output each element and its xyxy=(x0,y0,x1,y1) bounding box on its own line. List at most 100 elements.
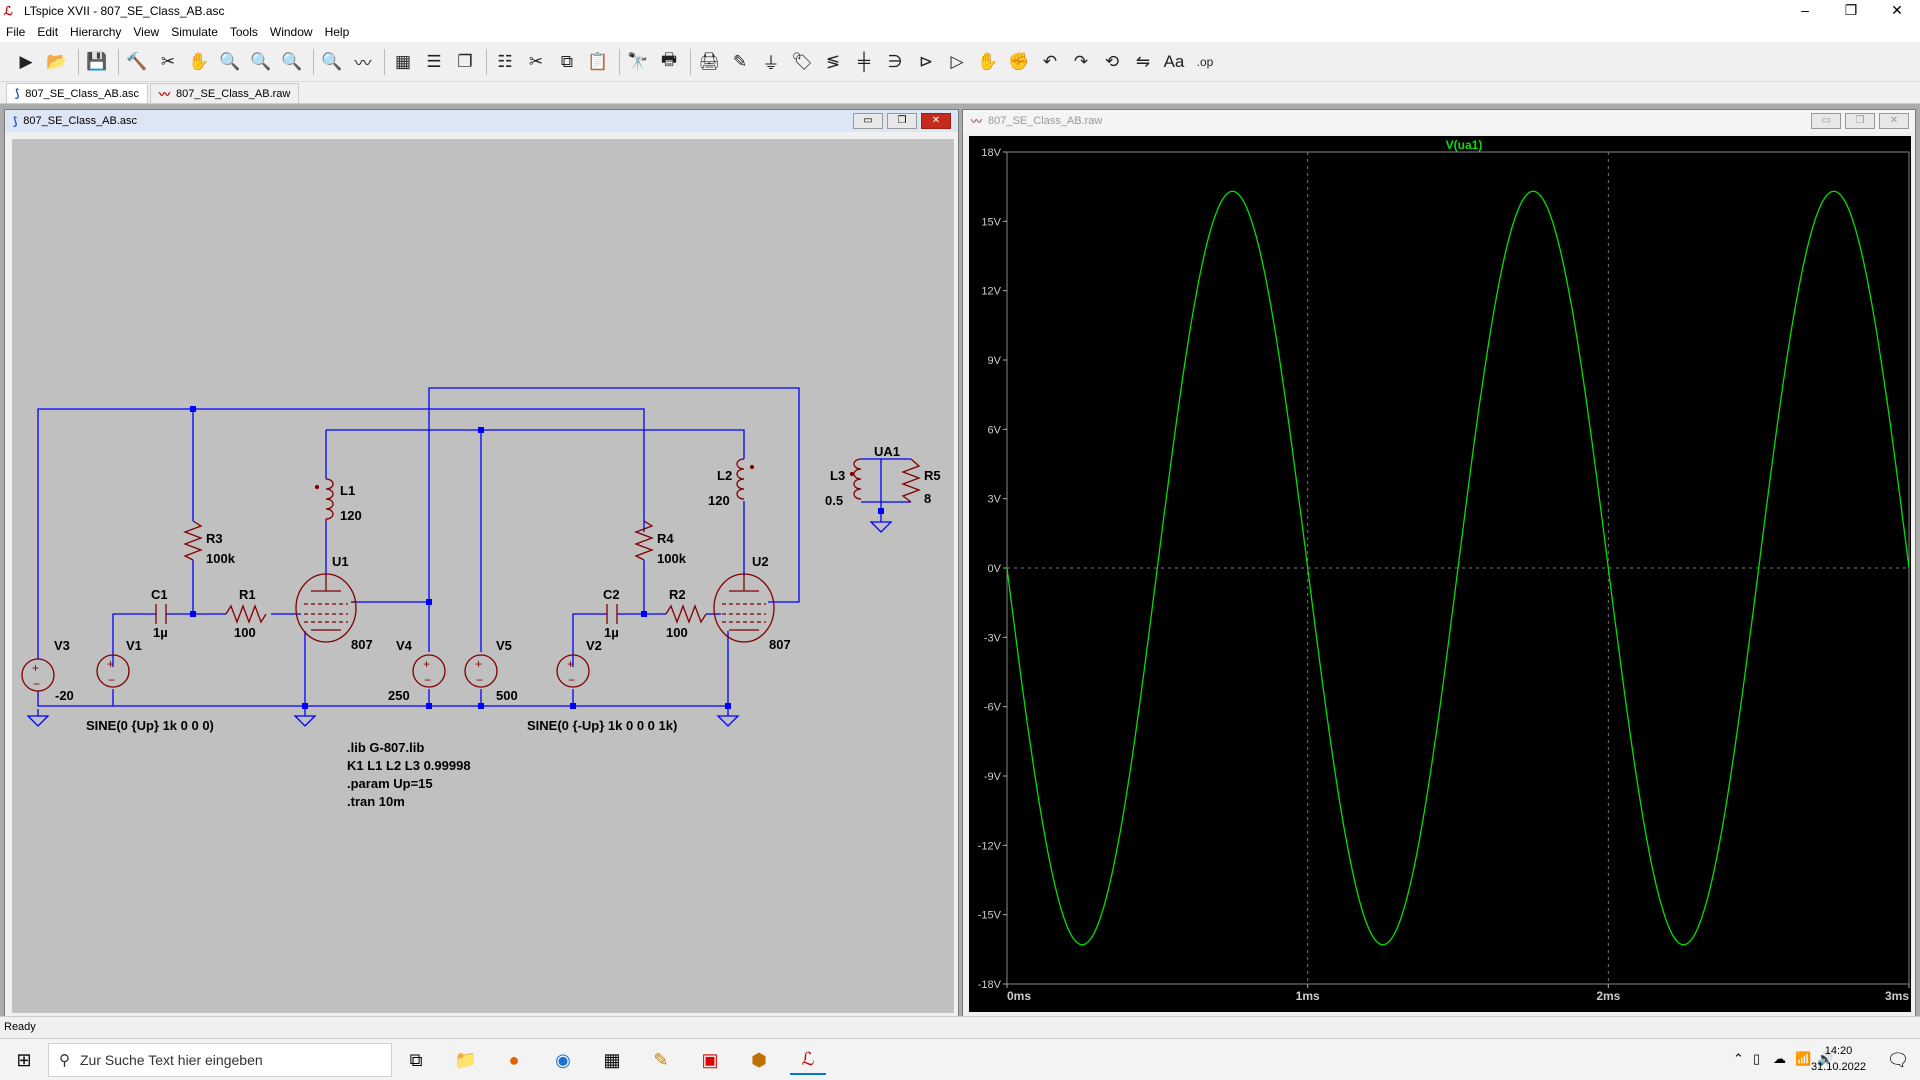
toolbar-separator xyxy=(619,48,620,75)
close-button[interactable]: ✕ xyxy=(1891,2,1903,18)
tray-battery-icon[interactable]: ▯ xyxy=(1753,1051,1761,1066)
windows-start-icon[interactable]: ⊞ xyxy=(16,1049,32,1070)
l2-symbol xyxy=(736,458,745,500)
spice-directive-icon[interactable]: .op xyxy=(1196,54,1214,69)
schematic-canvas[interactable]: +− +− +− +− +− R3 100k R1 100 C1 xyxy=(12,139,954,1013)
tab-schematic[interactable]: ⟆ 807_SE_Class_AB.asc xyxy=(6,83,149,103)
tab-waveform[interactable]: 〰 807_SE_Class_AB.raw xyxy=(150,83,300,103)
menu-simulate[interactable]: Simulate xyxy=(171,25,218,39)
app-orange-icon[interactable]: ⬢ xyxy=(751,1049,767,1070)
redo-icon[interactable]: ↷ xyxy=(1073,51,1089,71)
menu-edit[interactable]: Edit xyxy=(37,25,59,39)
schematic-restore-button[interactable]: ❐ xyxy=(887,113,917,129)
menu-tools[interactable]: Tools xyxy=(229,25,258,39)
v2-symbol: +− xyxy=(556,654,590,688)
zoom-in-icon[interactable]: 🔍 xyxy=(219,51,241,71)
u1-value: 807 xyxy=(351,637,373,652)
paste-icon[interactable]: 📋 xyxy=(587,51,609,71)
tile-vertical-icon[interactable]: ☷ xyxy=(497,51,513,71)
toolbar-separator xyxy=(313,48,314,75)
schematic-close-button[interactable]: ✕ xyxy=(921,113,951,129)
open-icon[interactable]: 📂 xyxy=(46,51,68,71)
mirror-icon[interactable]: ⇋ xyxy=(1135,51,1151,71)
svg-text:−: − xyxy=(33,677,40,691)
maximize-button[interactable]: ❐ xyxy=(1844,2,1858,18)
cut-icon[interactable]: ✂ xyxy=(528,51,544,71)
inductor-icon[interactable]: ∋ xyxy=(887,51,903,71)
menu-view[interactable]: View xyxy=(133,25,160,39)
control-panel-icon[interactable]: 🔨 xyxy=(126,51,148,71)
calculator-icon[interactable]: ▦ xyxy=(603,1049,621,1070)
print-setup-icon[interactable]: 🖶 xyxy=(660,50,678,69)
notification-icon[interactable]: 🗨 xyxy=(1886,1049,1910,1070)
copy-icon[interactable]: ⧉ xyxy=(560,51,574,71)
r3-value: 100k xyxy=(206,551,236,566)
waveform-close-button[interactable]: ✕ xyxy=(1879,113,1909,129)
zoom-box-icon[interactable]: 🔍 xyxy=(250,51,272,71)
y-tick-label: 3V xyxy=(988,494,1002,506)
taskbar-search[interactable]: ⚲ Zur Suche Text hier eingeben xyxy=(48,1043,392,1077)
menu-help[interactable]: Help xyxy=(324,25,350,39)
waveform-plot[interactable]: 18V15V12V9V6V3V0V-3V-6V-9V-12V-15V-18V0m… xyxy=(969,136,1911,1012)
save-icon[interactable]: 💾 xyxy=(86,51,108,71)
c1-label: C1 xyxy=(151,587,168,602)
v1-label: V1 xyxy=(126,638,142,653)
ground-symbols xyxy=(26,514,893,727)
run-icon[interactable]: ▶ xyxy=(19,51,33,71)
tray-network-icon[interactable]: 📶 xyxy=(1795,1051,1812,1066)
undo-icon[interactable]: ↶ xyxy=(1042,51,1058,71)
tray-cloud-icon[interactable]: ☁ xyxy=(1773,1051,1786,1066)
r2-symbol xyxy=(665,604,707,624)
l3-value: 0.5 xyxy=(825,493,843,508)
rotate-icon[interactable]: ⟲ xyxy=(1104,51,1120,71)
zoom-out-icon[interactable]: 🔍 xyxy=(281,51,303,71)
u2-label: U2 xyxy=(752,554,769,569)
drag-icon[interactable]: ✊ xyxy=(1008,51,1030,71)
find-icon[interactable]: 🔭 xyxy=(627,51,649,71)
print-icon[interactable]: 🖨 xyxy=(698,51,720,71)
c2-label: C2 xyxy=(603,587,620,602)
task-view-icon[interactable]: ⧉ xyxy=(409,1049,423,1070)
minimize-button[interactable]: – xyxy=(1801,2,1809,18)
diode-icon[interactable]: ⊳ xyxy=(918,51,934,71)
svg-text:−: − xyxy=(424,673,431,687)
ground-icon[interactable]: ⏚ xyxy=(762,54,780,73)
menu-hierarchy[interactable]: Hierarchy xyxy=(70,25,122,39)
waveform-restore-button[interactable]: ❐ xyxy=(1845,113,1875,129)
schematic-minimize-button[interactable]: ▭ xyxy=(853,113,883,129)
r3-label: R3 xyxy=(206,531,223,546)
resistor-icon[interactable]: ≶ xyxy=(825,51,841,71)
capacitor-icon[interactable]: ╪ xyxy=(857,51,871,71)
l1-label: L1 xyxy=(340,483,355,498)
tray-volume-icon[interactable]: 🔊 xyxy=(1817,1051,1834,1066)
trace-legend-vua1: V(ua1) xyxy=(1446,138,1483,152)
component-icon[interactable]: ▷ xyxy=(950,51,964,71)
cascade-icon[interactable]: ❐ xyxy=(457,51,473,71)
schematic-window-title: 807_SE_Class_AB.asc xyxy=(23,115,138,127)
pan-icon[interactable]: ✋ xyxy=(188,51,210,71)
ltspice-taskbar-icon[interactable]: ℒ xyxy=(790,1045,826,1075)
text-icon[interactable]: Aa xyxy=(1163,51,1185,71)
menu-window[interactable]: Window xyxy=(269,25,313,39)
wire-icon[interactable]: ✎ xyxy=(732,51,748,71)
move-icon[interactable]: ✋ xyxy=(977,51,999,71)
file-explorer-icon[interactable]: 📁 xyxy=(454,1049,478,1070)
label-icon[interactable]: 🏷 xyxy=(791,51,813,71)
app-blue-icon[interactable]: ◉ xyxy=(555,1049,571,1070)
taskbar-clock[interactable]: 14:20 31.10.2022 xyxy=(1811,1043,1866,1075)
pdf-reader-icon[interactable]: ▣ xyxy=(701,1049,719,1070)
firefox-icon[interactable]: ● xyxy=(508,1049,520,1070)
waveform-minimize-button[interactable]: ▭ xyxy=(1811,113,1841,129)
menu-file[interactable]: File xyxy=(6,25,26,39)
halt-icon[interactable]: ✂ xyxy=(160,51,176,71)
l1-value: 120 xyxy=(340,508,362,523)
tile-horizontal-icon[interactable]: ☰ xyxy=(426,51,442,71)
grid-icon[interactable]: ▦ xyxy=(394,51,412,71)
zoom-fit-icon[interactable]: 🔍 xyxy=(321,51,343,71)
tray-chevron-icon[interactable]: ⌃ xyxy=(1733,1051,1744,1066)
autorange-icon[interactable]: 〰 xyxy=(354,54,372,73)
pen-app-icon[interactable]: ✎ xyxy=(653,1049,669,1070)
r3-symbol xyxy=(183,520,203,561)
v1-symbol: +− xyxy=(96,654,130,688)
